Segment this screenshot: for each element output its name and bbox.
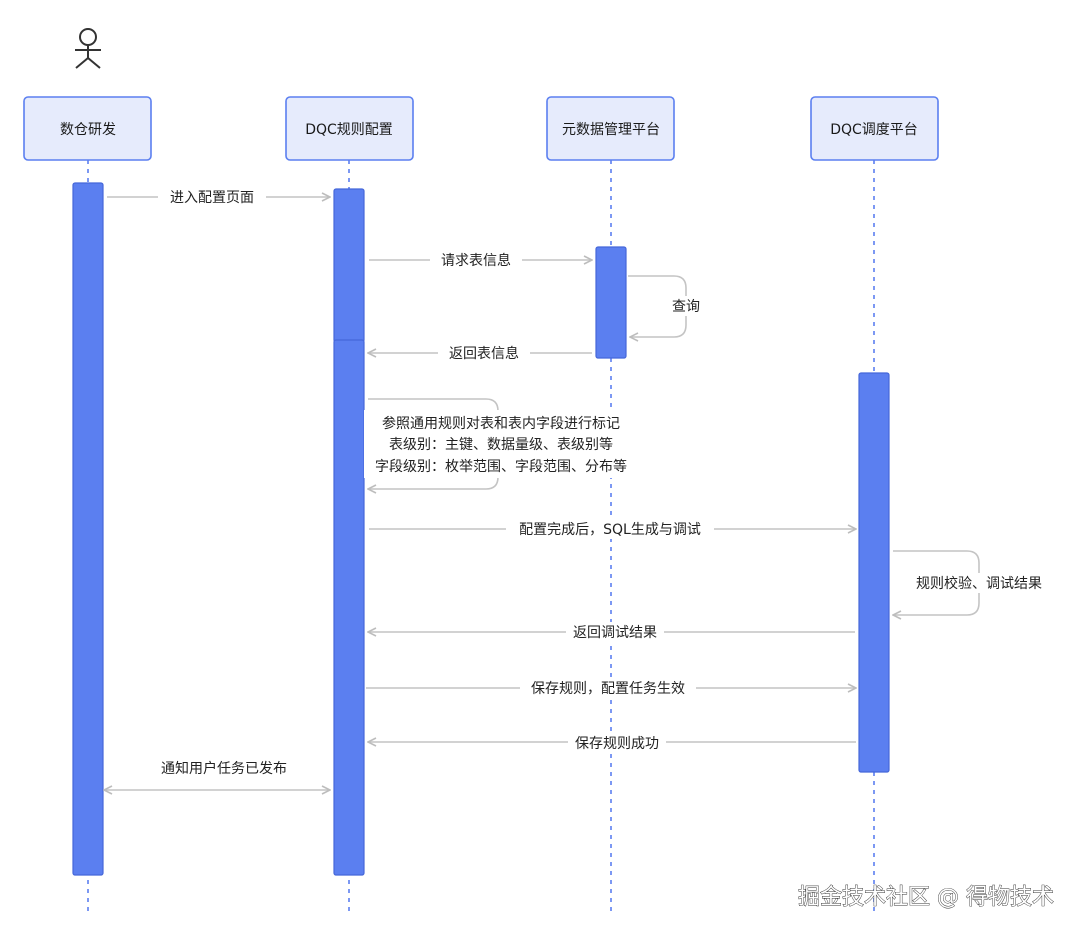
message-label: 保存规则成功 xyxy=(575,736,659,752)
message-m1: 请求表信息 xyxy=(369,250,592,270)
message-m9: 保存规则成功 xyxy=(368,732,856,752)
activation-p1-b xyxy=(333,339,365,876)
participant-label: 元数据管理平台 xyxy=(562,122,660,138)
activation-p1-a xyxy=(333,188,365,343)
message-label: 返回调试结果 xyxy=(573,625,657,641)
message-label-line-1: 参照通用规则对表和表内字段进行标记 xyxy=(382,415,620,432)
activation-p3 xyxy=(858,372,890,773)
message-m7: 返回调试结果 xyxy=(368,622,855,642)
message-m0: 进入配置页面 xyxy=(107,187,330,207)
person-icon xyxy=(75,28,101,69)
participant-p1: DQC规则配置 xyxy=(285,96,414,161)
activation-p0 xyxy=(72,182,104,876)
lifelines xyxy=(87,160,875,912)
participant-p3: DQC调度平台 xyxy=(810,96,939,161)
message-label: 请求表信息 xyxy=(441,252,511,269)
message-m4: 参照通用规则对表和表内字段进行标记 表级别：主键、数据量级、表级别等 字段级别：… xyxy=(364,398,640,489)
message-label: 配置完成后，SQL生成与调试 xyxy=(519,522,701,538)
message-m6: 规则校验、调试结果 xyxy=(893,550,1052,615)
message-label: 查询 xyxy=(672,299,700,315)
participant-label: DQC调度平台 xyxy=(830,122,918,138)
activation-p2 xyxy=(595,246,627,359)
participant-label: DQC规则配置 xyxy=(305,122,393,138)
message-m8: 保存规则，配置任务生效 xyxy=(366,678,856,698)
participant-p0: 数仓研发 xyxy=(23,96,152,161)
message-m2: 查询 xyxy=(628,275,706,337)
message-m10: 通知用户任务已发布 xyxy=(104,760,330,790)
message-label: 保存规则，配置任务生效 xyxy=(531,681,685,697)
message-m5: 配置完成后，SQL生成与调试 xyxy=(369,519,856,539)
message-label-line-3: 字段级别：枚举范围、字段范围、分布等 xyxy=(375,458,627,475)
message-label: 进入配置页面 xyxy=(170,190,254,206)
message-label: 通知用户任务已发布 xyxy=(161,760,287,777)
message-m3: 返回表信息 xyxy=(368,343,592,363)
message-label: 返回表信息 xyxy=(449,345,519,362)
watermark: 掘金技术社区 @ 得物技术 xyxy=(798,885,1054,910)
activations xyxy=(72,182,890,876)
message-label: 规则校验、调试结果 xyxy=(916,575,1042,592)
message-label-line-2: 表级别：主键、数据量级、表级别等 xyxy=(389,436,613,453)
participant-p2: 元数据管理平台 xyxy=(546,96,675,161)
participant-label: 数仓研发 xyxy=(60,122,116,138)
